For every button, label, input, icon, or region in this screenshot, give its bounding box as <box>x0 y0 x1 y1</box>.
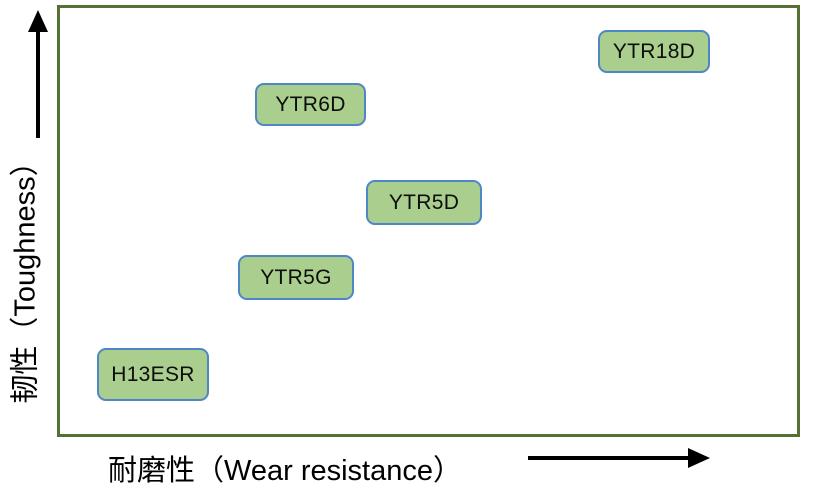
x-axis-title-text: 耐磨性（Wear resistance） <box>108 455 462 487</box>
data-box-ytr6d[interactable]: YTR6D <box>255 83 366 126</box>
data-box-label: YTR5G <box>260 265 332 289</box>
data-box-label: YTR5D <box>388 190 460 214</box>
data-box-ytr18d[interactable]: YTR18D <box>598 30 710 73</box>
up-arrow-icon <box>20 8 56 140</box>
x-axis-title: 耐磨性（Wear resistance） <box>108 446 462 490</box>
data-box-label: YTR6D <box>275 92 346 116</box>
right-arrow-icon <box>524 444 714 474</box>
data-box-ytr5g[interactable]: YTR5G <box>238 255 354 300</box>
data-box-h13esr[interactable]: H13ESR <box>97 348 209 401</box>
data-box-ytr5d[interactable]: YTR5D <box>366 180 482 225</box>
data-box-label: YTR18D <box>612 39 696 63</box>
data-box-label: H13ESR <box>111 362 195 386</box>
y-axis-title-text: 韧性（Toughness） <box>9 146 42 404</box>
